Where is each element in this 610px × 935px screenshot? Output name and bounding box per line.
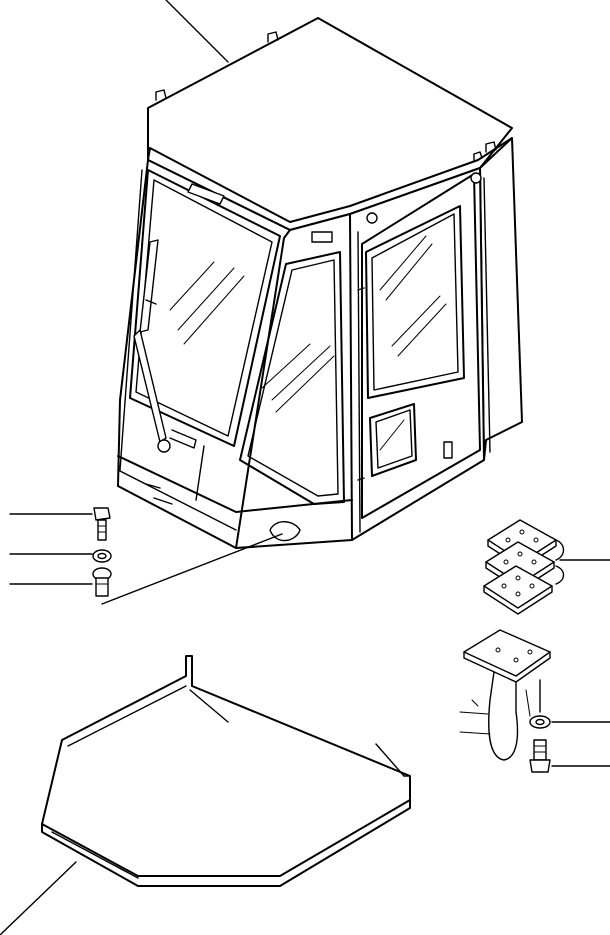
mount-bracket: [459, 629, 551, 761]
operator-cab: [117, 17, 523, 549]
shim-plates: [483, 519, 610, 615]
cab-bolt: [93, 507, 111, 541]
bracket-washer: [529, 715, 551, 729]
floor-mat: [41, 655, 411, 887]
wiper-icon: [133, 239, 197, 453]
bracket-bolt: [529, 739, 551, 773]
cab-mount-bolt: [92, 567, 112, 597]
cab-washer: [92, 549, 112, 563]
shim-plate-icon: [483, 565, 553, 615]
